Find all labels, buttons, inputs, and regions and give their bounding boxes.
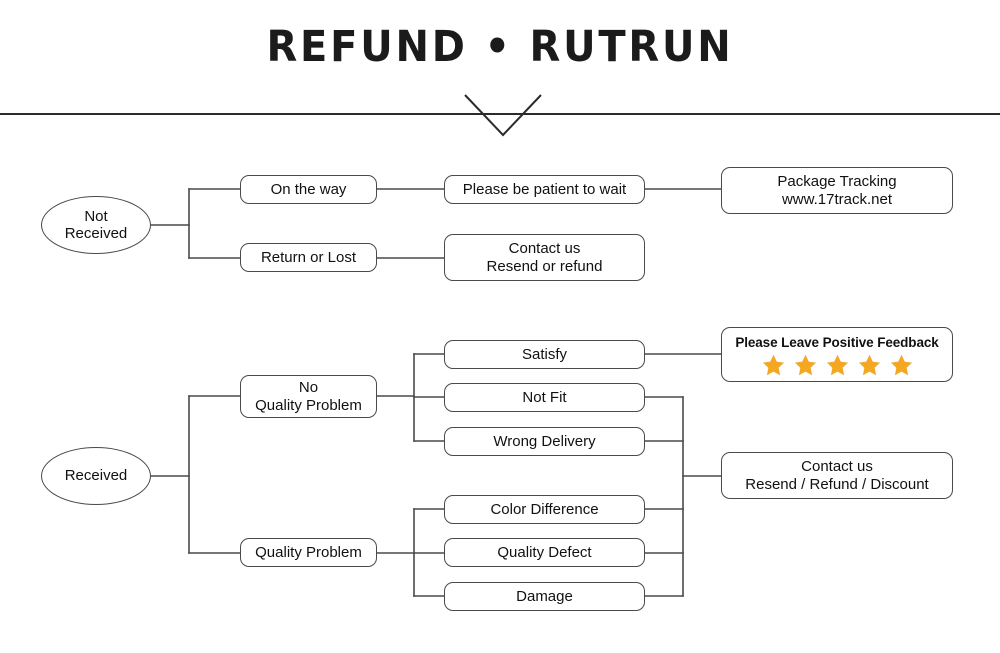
node-contact-us-resend-refund[interactable]: Contact us Resend or refund <box>444 234 645 281</box>
node-wrong-delivery[interactable]: Wrong Delivery <box>444 427 645 456</box>
node-return-or-lost[interactable]: Return or Lost <box>240 243 377 272</box>
star-rating[interactable] <box>762 354 913 376</box>
star-icon[interactable] <box>762 354 785 376</box>
node-color-difference[interactable]: Color Difference <box>444 495 645 524</box>
node-quality-defect[interactable]: Quality Defect <box>444 538 645 567</box>
node-satisfy[interactable]: Satisfy <box>444 340 645 369</box>
node-not-fit[interactable]: Not Fit <box>444 383 645 412</box>
header-divider <box>0 113 1000 115</box>
star-icon[interactable] <box>858 354 881 376</box>
node-contact-us-resend-refund-discount[interactable]: Contact us Resend / Refund / Discount <box>721 452 953 499</box>
node-damage[interactable]: Damage <box>444 582 645 611</box>
node-package-tracking[interactable]: Package Tracking www.17track.net <box>721 167 953 214</box>
node-no-quality-problem[interactable]: No Quality Problem <box>240 375 377 418</box>
node-on-the-way[interactable]: On the way <box>240 175 377 204</box>
node-received[interactable]: Received <box>41 447 151 505</box>
positive-feedback-label: Please Leave Positive Feedback <box>735 334 939 350</box>
chevron-down-icon <box>464 94 542 137</box>
node-please-be-patient[interactable]: Please be patient to wait <box>444 175 645 204</box>
page-title: REFUND • RUTRUN <box>266 22 734 72</box>
star-icon[interactable] <box>826 354 849 376</box>
star-icon[interactable] <box>794 354 817 376</box>
node-not-received[interactable]: Not Received <box>41 196 151 254</box>
node-positive-feedback[interactable]: Please Leave Positive Feedback <box>721 327 953 382</box>
node-quality-problem[interactable]: Quality Problem <box>240 538 377 567</box>
star-icon[interactable] <box>890 354 913 376</box>
